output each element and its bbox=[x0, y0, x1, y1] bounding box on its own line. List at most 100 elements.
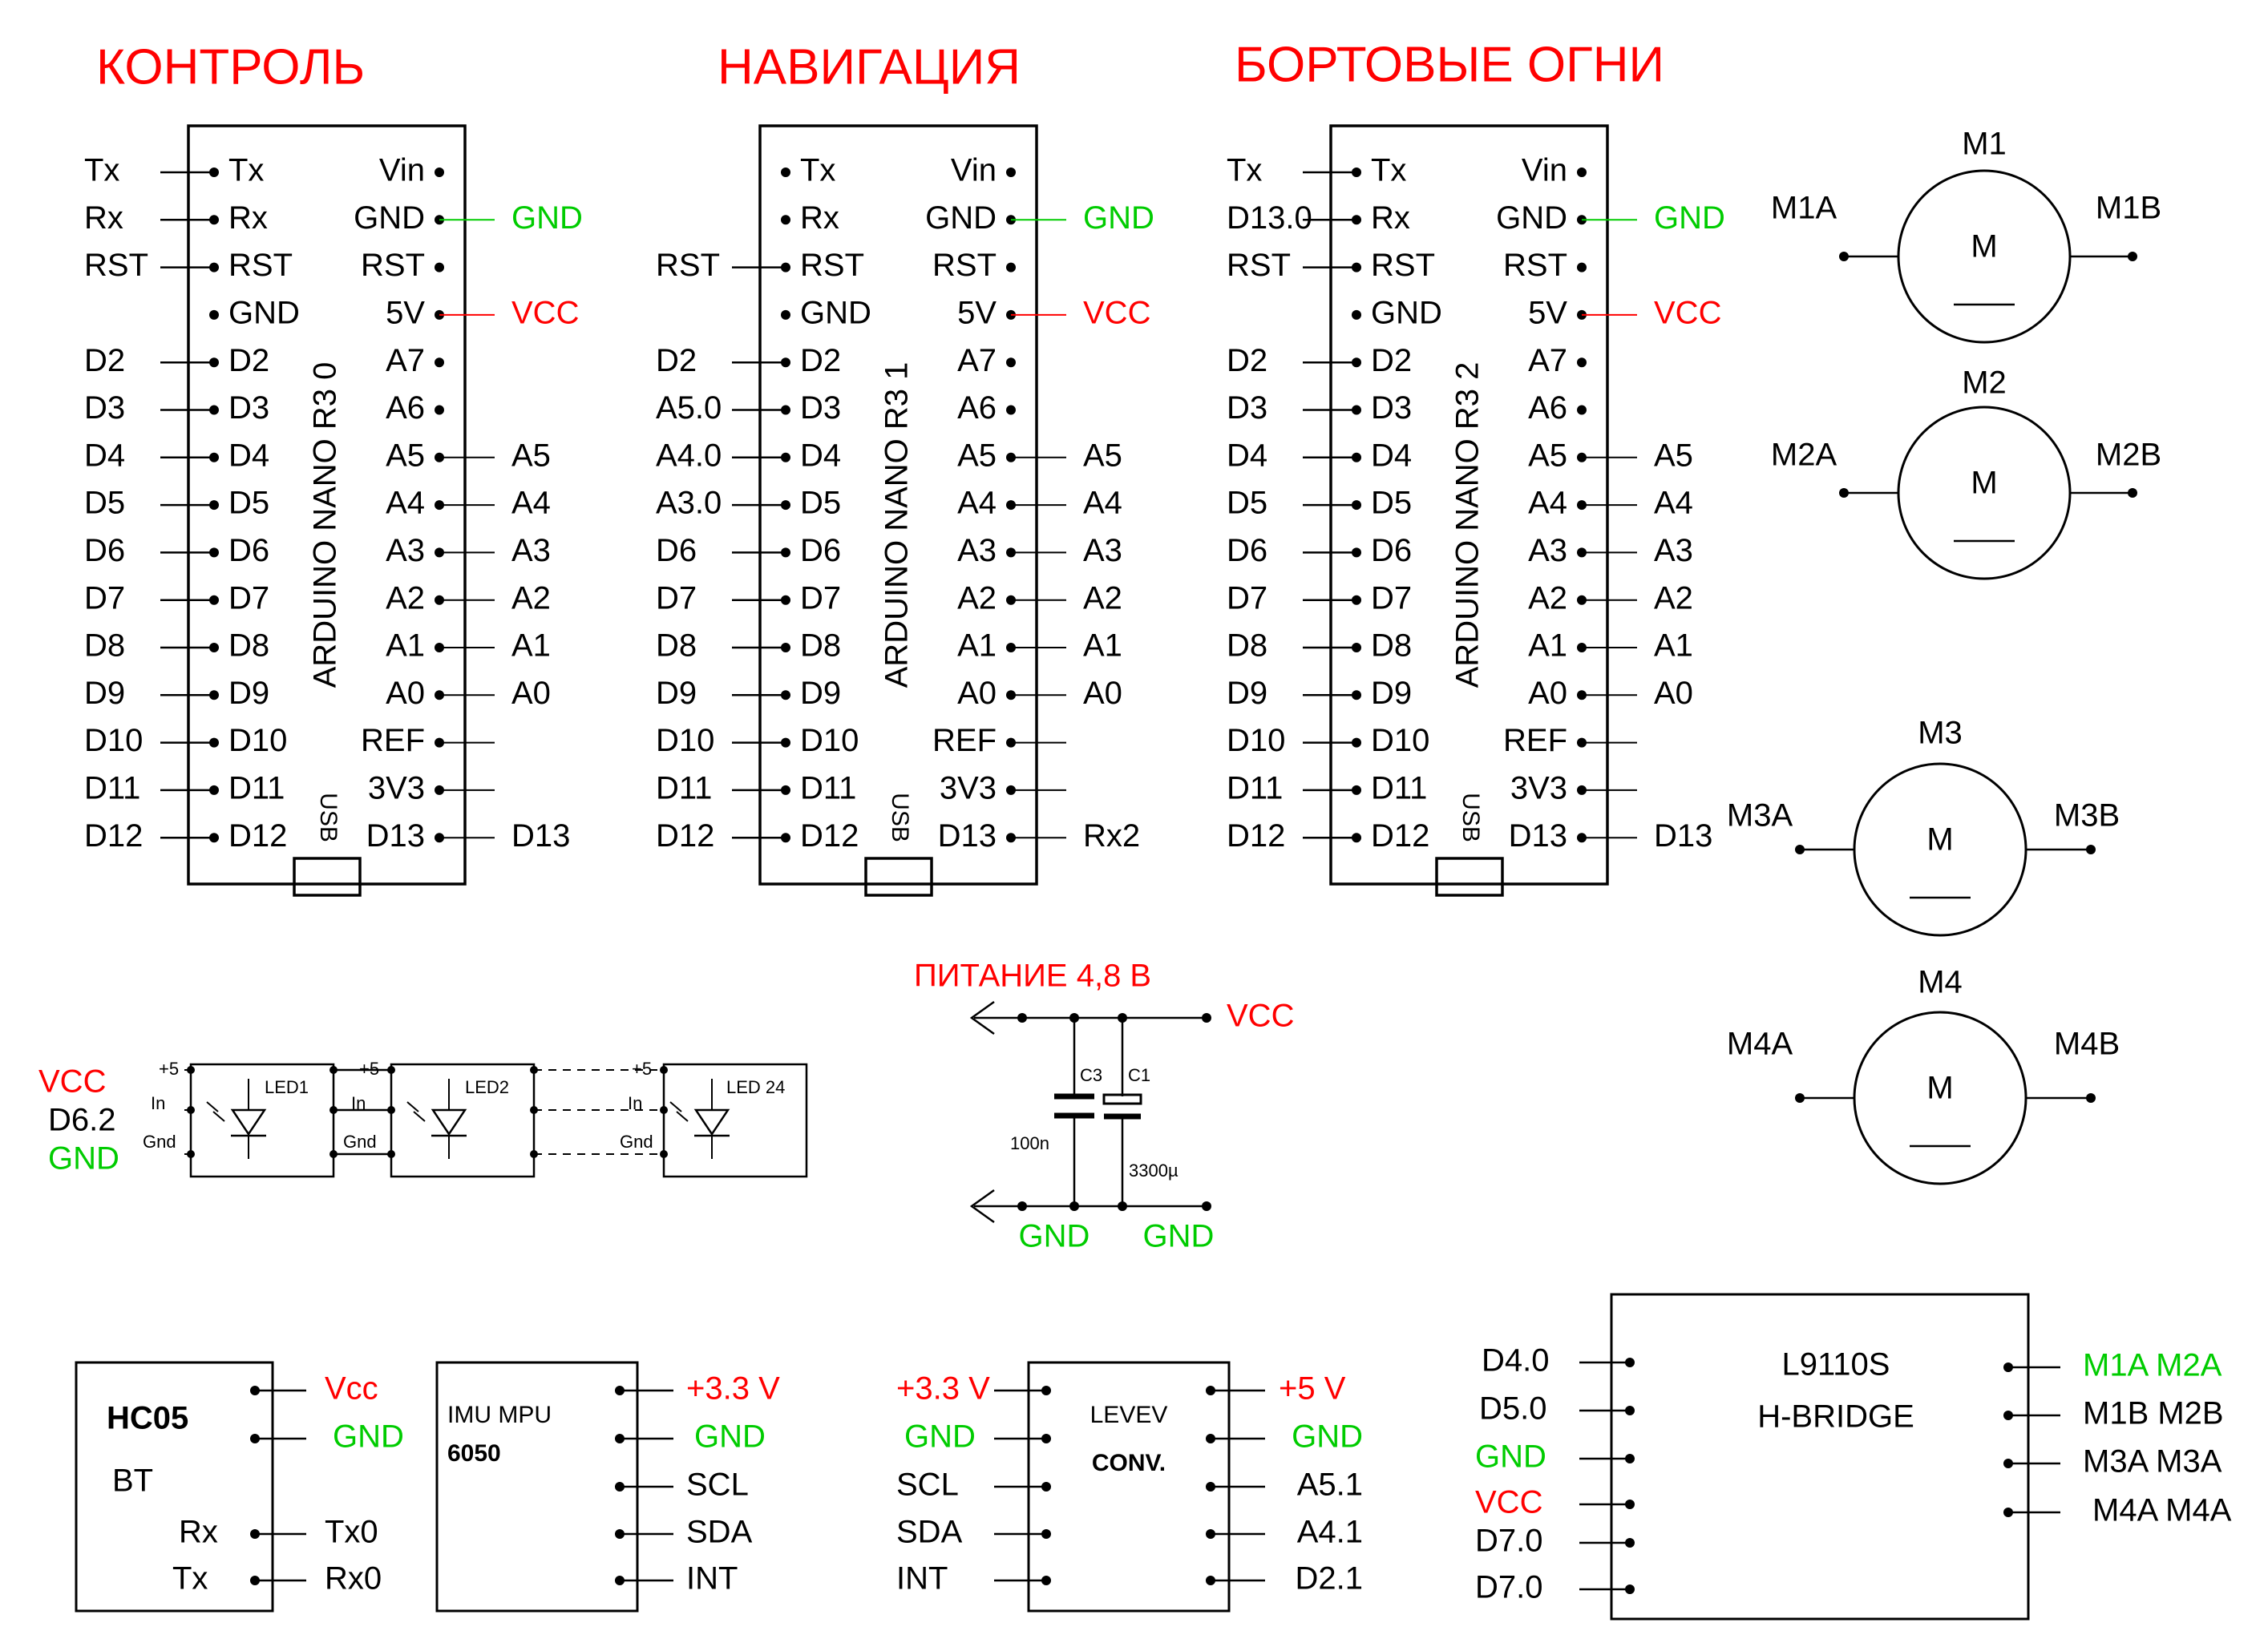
net-label-left: Rx bbox=[84, 200, 123, 236]
led-diode-icon bbox=[230, 1108, 267, 1136]
board-pin-left: D5 bbox=[800, 486, 841, 521]
pin-label: In bbox=[151, 1093, 165, 1113]
board-pin-right: A4 bbox=[1528, 486, 1567, 521]
board-pin-right: RST bbox=[1503, 248, 1567, 283]
board-pin-right: GND bbox=[354, 200, 425, 236]
board-pin-right: A5 bbox=[957, 438, 997, 473]
terminal-dot bbox=[1839, 252, 1849, 261]
board-pin-left: D6 bbox=[228, 533, 269, 568]
board-pin-right: A0 bbox=[957, 676, 997, 711]
board-pin-left: D8 bbox=[1371, 628, 1412, 664]
module-title: LEVEV bbox=[1090, 1402, 1168, 1428]
board-pin-left: RST bbox=[228, 248, 293, 283]
net-label-right: D13 bbox=[511, 818, 570, 854]
motor-terminal-b: M2B bbox=[2096, 438, 2161, 473]
board-name: ARDUINO NANO R3 1 bbox=[879, 362, 915, 688]
net-label-left: RST bbox=[656, 248, 720, 283]
net-label-right: A5 bbox=[511, 438, 551, 473]
module-subtitle: CONV. bbox=[1092, 1450, 1166, 1476]
level-converter-module bbox=[1027, 1361, 1231, 1613]
net-label-right: A2 bbox=[1083, 580, 1122, 616]
net-label: GND bbox=[1143, 1219, 1215, 1254]
board-pin-left: D7 bbox=[800, 580, 841, 616]
net-label-right: +5 V bbox=[1279, 1371, 1346, 1407]
net-label-right: M3A M3A bbox=[2083, 1444, 2222, 1479]
pin-label: Gnd bbox=[343, 1132, 377, 1152]
net-label-left: D6 bbox=[656, 533, 697, 568]
board-pin-right: A4 bbox=[957, 486, 997, 521]
board-pin-left: D8 bbox=[800, 628, 841, 664]
usb-label: USB bbox=[1457, 793, 1484, 842]
net-label-left: A5.0 bbox=[656, 390, 722, 426]
net-label-left: D9 bbox=[84, 676, 125, 711]
net-label-left: D8 bbox=[84, 628, 125, 664]
board-pin-right: A6 bbox=[386, 390, 425, 426]
net-label-left: GND bbox=[1475, 1439, 1546, 1475]
net-label-right: GND bbox=[1654, 200, 1725, 236]
net-label: Rx0 bbox=[325, 1561, 382, 1597]
pin-dot bbox=[1006, 357, 1016, 368]
capacitor-plate-positive bbox=[1102, 1093, 1142, 1105]
net-label-left: GND bbox=[904, 1419, 976, 1455]
net-label-left: D6 bbox=[84, 533, 125, 568]
net-label-left: D9 bbox=[1227, 676, 1267, 711]
net-label-right: GND bbox=[511, 200, 583, 236]
board-pin-left: D12 bbox=[1371, 818, 1429, 854]
net-label-right: D13 bbox=[1654, 818, 1712, 854]
led-name: LED2 bbox=[465, 1077, 509, 1097]
net-label-left: D11 bbox=[1227, 770, 1283, 805]
pin-dot bbox=[435, 405, 444, 415]
pin-dot bbox=[1577, 262, 1587, 272]
board-pin-left: Tx bbox=[1371, 153, 1406, 188]
pin-dot bbox=[781, 215, 790, 225]
net-label: GND bbox=[1019, 1219, 1090, 1254]
net-label-right: M1A M2A bbox=[2083, 1348, 2222, 1383]
pin-dot bbox=[1577, 357, 1587, 368]
board-pin-left: D2 bbox=[800, 343, 841, 378]
led-arrow bbox=[669, 1101, 682, 1112]
motor-terminal-a: M2A bbox=[1771, 438, 1837, 473]
module-subtitle: BT bbox=[112, 1463, 153, 1499]
junction-dot bbox=[187, 1150, 195, 1158]
led-diode-icon bbox=[693, 1108, 730, 1136]
board-pin-left: D4 bbox=[228, 438, 269, 473]
net-label-right: D2.1 bbox=[1296, 1561, 1364, 1597]
net-label-right: A4.1 bbox=[1297, 1515, 1363, 1550]
net-label-left: RST bbox=[84, 248, 148, 283]
led-arrow bbox=[413, 1111, 426, 1122]
pin-label: +5 bbox=[159, 1059, 179, 1079]
led-module bbox=[189, 1063, 335, 1178]
net-label-left: SCL bbox=[896, 1467, 959, 1503]
pin-label: Rx bbox=[179, 1515, 218, 1550]
net-label-left: D7.0 bbox=[1475, 1570, 1543, 1605]
net-label-right: A3 bbox=[1654, 533, 1693, 568]
board-pin-left: Rx bbox=[1371, 200, 1410, 236]
net-label-left: +3.3 V bbox=[896, 1371, 990, 1407]
board-pin-left: RST bbox=[1371, 248, 1435, 283]
cap-value: 100n bbox=[1010, 1133, 1049, 1153]
net-label-right: GND bbox=[1083, 200, 1154, 236]
motor-symbol: M bbox=[1971, 229, 1997, 264]
net-label-right: A1 bbox=[1654, 628, 1693, 664]
net-label-left: D4.0 bbox=[1482, 1343, 1550, 1379]
module-title: L9110S bbox=[1782, 1347, 1890, 1383]
junction-dot bbox=[530, 1150, 538, 1158]
net-label-right: A2 bbox=[1654, 580, 1693, 616]
pin-dot bbox=[1006, 168, 1016, 177]
board-pin-left: D3 bbox=[228, 390, 269, 426]
terminal-dot bbox=[1795, 1093, 1805, 1103]
net-label-left: SDA bbox=[896, 1515, 963, 1550]
net-label-right: VCC bbox=[1654, 295, 1721, 330]
led-module bbox=[390, 1063, 536, 1178]
section-title: НАВИГАЦИЯ bbox=[718, 39, 1021, 95]
net-label: GND bbox=[694, 1419, 766, 1455]
board-pin-right: A6 bbox=[957, 390, 997, 426]
net-label-left: RST bbox=[1227, 248, 1291, 283]
board-pin-left: GND bbox=[800, 295, 871, 330]
net-label-right: Rx2 bbox=[1083, 818, 1140, 854]
board-pin-right: A2 bbox=[386, 580, 425, 616]
board-pin-right: A5 bbox=[386, 438, 425, 473]
net-label: VCC bbox=[38, 1064, 106, 1100]
board-name: ARDUINO NANO R3 0 bbox=[308, 362, 343, 688]
junction-dot bbox=[387, 1066, 395, 1074]
